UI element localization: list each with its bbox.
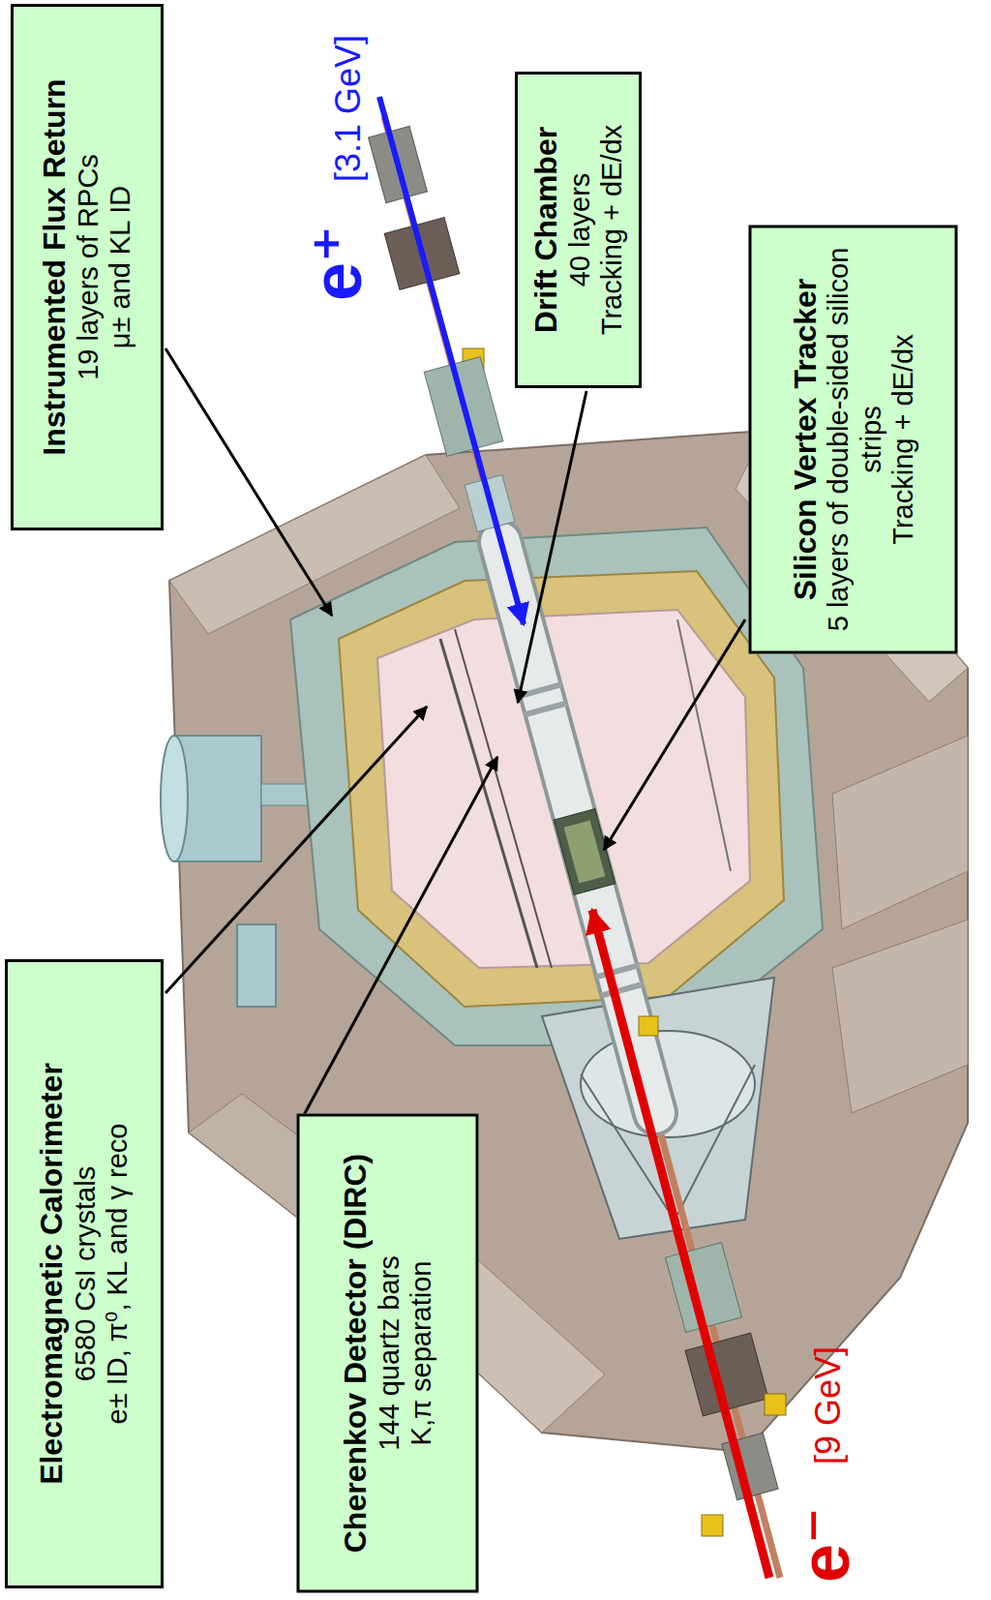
pipe-ring xyxy=(517,681,563,699)
positron-beam-arrow xyxy=(379,96,524,625)
part-description: 40 layers xyxy=(564,173,597,288)
leader-line xyxy=(165,348,332,616)
pipe-ring xyxy=(522,700,568,719)
leader-line xyxy=(517,390,587,703)
part-name: Silicon Vertex Tracker xyxy=(786,277,823,601)
beamline-clamp xyxy=(764,1393,786,1415)
beam-label: [3.1 GeV] xyxy=(330,34,366,182)
part-description: K,π separation xyxy=(404,1260,437,1445)
beamline-clamp xyxy=(701,1514,723,1536)
yoke-block xyxy=(832,735,968,930)
leader-line xyxy=(603,619,746,850)
part-description: 144 quartz bars xyxy=(372,1255,405,1451)
pipe-ring xyxy=(600,981,645,999)
callout-box: Electromagnetic Calorimeter6580 CsI crys… xyxy=(4,959,164,1589)
vertex-tracker xyxy=(553,809,615,896)
pipe-ring xyxy=(595,961,640,980)
part-name: Cherenkov Detector (DIRC) xyxy=(336,1152,373,1553)
callout-box: Drift Chamber40 layersTracking + dE/dx xyxy=(514,71,642,389)
yoke-block xyxy=(832,919,968,1113)
electron-beam-arrow xyxy=(592,909,770,1578)
callout-box: Cherenkov Detector (DIRC)144 quartz bars… xyxy=(296,1112,479,1592)
beam-pipe xyxy=(500,541,656,1113)
beam-label: e⁺ xyxy=(301,225,372,301)
pump-cylinder xyxy=(237,924,276,1007)
part-name: Instrumented Flux Return xyxy=(36,78,73,455)
part-description: Tracking + dE/dx xyxy=(886,333,919,544)
beam-label: e⁻ xyxy=(789,1506,860,1583)
leader-line xyxy=(165,706,427,993)
pump-cylinder-end xyxy=(160,735,188,862)
pipe-rings xyxy=(595,961,645,998)
part-description: 5 layers of double-sided silicon strips xyxy=(821,239,887,639)
vertex-tracker-body xyxy=(553,809,615,896)
part-name: Drift Chamber xyxy=(528,126,565,333)
part-description: 6580 CsI crystals xyxy=(69,1166,102,1382)
beam-pipe xyxy=(500,541,656,1113)
part-description: 19 layers of RPCs xyxy=(72,153,105,381)
part-description: Tracking + dE/dx xyxy=(596,124,629,335)
part-description: μ± and KL ID xyxy=(104,185,137,350)
callout-box: Silicon Vertex Tracker5 layers of double… xyxy=(748,224,958,654)
callout-box: Instrumented Flux Return19 layers of RPC… xyxy=(10,3,164,531)
beam-line-rod xyxy=(655,1112,781,1578)
part-description: e± ID, π⁰, KL and γ reco xyxy=(101,1123,134,1425)
beamline-clamp xyxy=(638,1016,659,1036)
vertex-tracker-strips xyxy=(564,819,606,883)
beam-label: [9 GeV] xyxy=(810,1346,846,1465)
leader-line xyxy=(303,756,498,1115)
endcap-rib xyxy=(677,1064,755,1215)
pipe-rings xyxy=(517,681,568,718)
part-name: Electromagnetic Calorimeter xyxy=(33,1062,70,1485)
